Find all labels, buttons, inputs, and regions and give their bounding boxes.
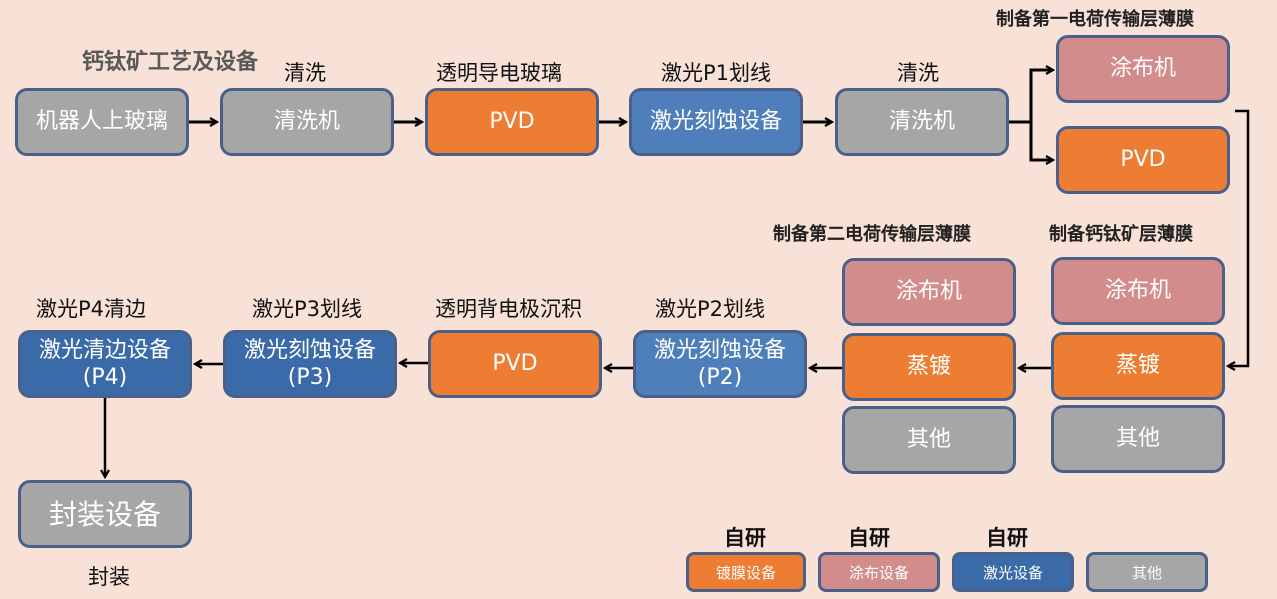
cleaning-machine-label-1: 清洗机 — [273, 109, 340, 135]
htl-other-label: 其他 — [906, 427, 951, 453]
arrow-branch-coater — [1029, 70, 1053, 122]
perovskite-coater-box: 涂布机 — [1051, 257, 1225, 325]
robot-load-glass-label: 机器人上玻璃 — [35, 109, 168, 135]
step-label-perovskite: 制备钙钛矿层薄膜 — [1049, 224, 1193, 245]
legend-label-laser: 激光设备 — [982, 563, 1043, 582]
etl-coater-label: 涂布机 — [1109, 56, 1176, 82]
legend-tag-coater: 自研 — [848, 526, 890, 550]
htl-other-box: 其他 — [842, 406, 1016, 474]
step-label-etl: 制备第一电荷传输层薄膜 — [996, 9, 1194, 30]
pvd-box-tco: PVD — [425, 88, 599, 156]
step-label-p1: 激光P1划线 — [661, 61, 772, 85]
legend-item-coating-equipment: 镀膜设备 — [686, 552, 806, 592]
htl-coater-box: 涂布机 — [842, 258, 1016, 326]
legend-item-other: 其他 — [1086, 552, 1208, 592]
perovskite-other-box: 其他 — [1051, 405, 1225, 473]
pvd-label-back-electrode: PVD — [492, 351, 538, 377]
legend-item-laser-equipment: 激光设备 — [952, 552, 1074, 592]
laser-etching-label-p3: 激光刻蚀设备 — [243, 337, 376, 363]
legend-tag-coating: 自研 — [724, 526, 766, 550]
arrow-etl-to-perovskite — [1228, 109, 1250, 366]
etl-pvd-box: PVD — [1056, 126, 1230, 194]
cleaning-machine-box-1: 清洗机 — [220, 88, 394, 156]
step-label-tco: 透明导电玻璃 — [436, 61, 562, 85]
step-label-clean-1: 清洗 — [284, 61, 326, 85]
legend-label-coating: 镀膜设备 — [715, 563, 776, 582]
step-label-clean-2: 清洗 — [897, 61, 939, 85]
laser-etching-box-p2: 激光刻蚀设备 (P2) — [633, 330, 807, 398]
laser-etching-label-p1: 激光刻蚀设备 — [649, 109, 782, 135]
laser-edge-clean-box-p4: 激光清边设备 (P4) — [18, 330, 192, 398]
legend-label-other: 其他 — [1131, 563, 1162, 582]
htl-evaporation-label: 蒸镀 — [906, 354, 951, 380]
perovskite-coater-label: 涂布机 — [1104, 278, 1171, 304]
step-label-p3: 激光P3划线 — [252, 297, 363, 321]
htl-coater-label: 涂布机 — [895, 279, 962, 305]
legend-label-coater: 涂布设备 — [848, 563, 909, 582]
step-label-p2: 激光P2划线 — [655, 297, 766, 321]
step-label-back-electrode: 透明背电极沉积 — [435, 297, 582, 321]
laser-etching-label-p2: 激光刻蚀设备 — [653, 337, 786, 363]
step-label-p4: 激光P4清边 — [36, 297, 147, 321]
robot-load-glass-box: 机器人上玻璃 — [15, 88, 189, 156]
pvd-box-back-electrode: PVD — [428, 330, 602, 398]
step-label-packaging: 封装 — [88, 565, 130, 589]
etl-coater-box: 涂布机 — [1056, 35, 1230, 103]
laser-edge-clean-label-p4: 激光清边设备 — [38, 337, 171, 363]
cleaning-machine-label-2: 清洗机 — [888, 109, 955, 135]
laser-etching-box-p3: 激光刻蚀设备 (P3) — [223, 330, 397, 398]
perovskite-evaporation-box: 蒸镀 — [1051, 332, 1225, 400]
step-label-htl: 制备第二电荷传输层薄膜 — [773, 224, 971, 245]
packaging-equipment-box: 封装设备 — [18, 480, 192, 548]
cleaning-machine-box-2: 清洗机 — [835, 88, 1009, 156]
htl-evaporation-box: 蒸镀 — [842, 333, 1016, 401]
legend-tag-laser: 自研 — [986, 526, 1028, 550]
etl-pvd-label: PVD — [1120, 147, 1166, 173]
perovskite-other-label: 其他 — [1115, 426, 1160, 452]
diagram-title: 钙钛矿工艺及设备 — [82, 50, 259, 75]
laser-etching-code-p3: (P3) — [287, 365, 333, 390]
laser-etching-box-p1: 激光刻蚀设备 — [629, 88, 803, 156]
perovskite-evaporation-label: 蒸镀 — [1115, 353, 1160, 379]
arrow-branch-pvd — [1029, 122, 1053, 160]
pvd-label-tco: PVD — [489, 109, 535, 135]
laser-etching-code-p2: (P2) — [697, 365, 743, 390]
packaging-equipment-label: 封装设备 — [48, 497, 161, 531]
legend-item-coater-equipment: 涂布设备 — [818, 552, 940, 592]
laser-edge-clean-code-p4: (P4) — [82, 365, 128, 390]
